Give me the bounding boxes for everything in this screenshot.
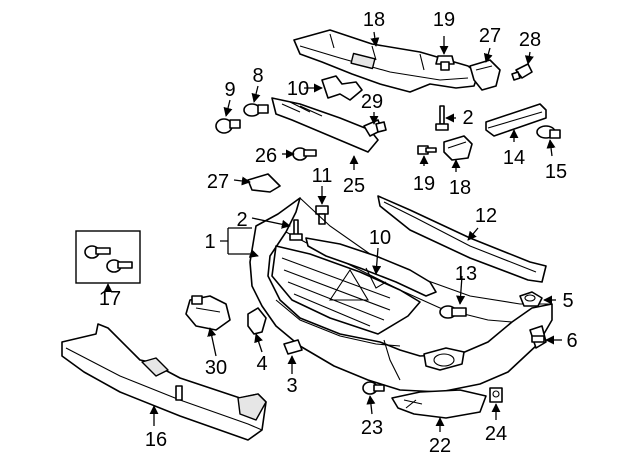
callout-2-upper: 2 — [462, 107, 473, 129]
callout-21: 19 — [433, 9, 455, 31]
callout-26: 26 — [255, 145, 277, 167]
callout-29-middle: 29 — [361, 91, 383, 113]
callout-29-upper: 28 — [519, 29, 541, 51]
callout-20: 18 — [363, 9, 385, 31]
part-27-bracket — [247, 173, 281, 193]
part-24-bracket — [489, 387, 503, 403]
part-1-bumper-cover — [249, 197, 553, 393]
callout-18: 18 — [449, 177, 471, 199]
part-20-upper-support-cover — [293, 29, 479, 93]
part-4-cover — [247, 307, 267, 335]
leader-lines — [103, 31, 562, 432]
callout-8: 9 — [224, 79, 235, 101]
part-29-screw-upper — [511, 63, 533, 81]
part-22-fog-bezel — [391, 389, 487, 419]
callout-22: 22 — [429, 435, 451, 457]
part-14-strip — [485, 103, 547, 137]
part-26-bolt — [292, 147, 317, 161]
callout-23: 23 — [361, 417, 383, 439]
callout-30: 30 — [205, 357, 227, 379]
callout-2-lower: 2 — [236, 209, 247, 231]
part-2-pin-upper — [435, 105, 449, 131]
callout-13: 13 — [455, 263, 477, 285]
part-21-clip — [435, 55, 455, 71]
callout-19: 19 — [413, 173, 435, 195]
callout-3: 3 — [286, 375, 297, 397]
part-30-bracket — [185, 295, 231, 331]
part-13-clip — [439, 305, 467, 319]
callout-24: 24 — [485, 423, 507, 445]
part-5-nut — [519, 291, 543, 307]
part-3-clip — [283, 339, 303, 355]
part-10-center-beam — [305, 237, 437, 297]
part-7-bolt — [243, 103, 269, 117]
callout-14: 14 — [503, 147, 525, 169]
part-17-bolt-kit — [75, 230, 141, 284]
callout-6: 6 — [566, 330, 577, 352]
callout-5: 5 — [562, 290, 573, 312]
callout-4: 4 — [256, 353, 267, 375]
callout-10: 10 — [369, 227, 391, 249]
part-25-grille-molding — [271, 97, 379, 153]
part-18-bracket — [443, 135, 473, 161]
callout-17: 17 — [99, 288, 121, 310]
callout-25: 25 — [343, 175, 365, 197]
part-16-impact-bar — [61, 323, 267, 441]
callout-12: 12 — [475, 205, 497, 227]
part-19-bolt — [417, 145, 437, 155]
part-12-reinforcement — [377, 195, 547, 283]
callout-27: 27 — [207, 171, 229, 193]
callout-labels: 18 19 27 28 10 9 8 29 2 14 15 18 19 26 2… — [99, 9, 578, 457]
part-8-grommet — [215, 118, 241, 134]
callout-7: 8 — [252, 65, 263, 87]
callout-16: 16 — [145, 429, 167, 451]
part-2-pin-lower — [289, 219, 303, 241]
callout-11: 11 — [312, 165, 333, 187]
part-23-screw — [362, 381, 385, 395]
part-9-retainer — [321, 75, 363, 101]
callout-28: 27 — [479, 25, 501, 47]
callout-1: 1 — [204, 231, 215, 253]
callout-15: 15 — [545, 161, 567, 183]
part-15-clip — [536, 125, 561, 139]
callout-9: 10 — [287, 78, 309, 100]
